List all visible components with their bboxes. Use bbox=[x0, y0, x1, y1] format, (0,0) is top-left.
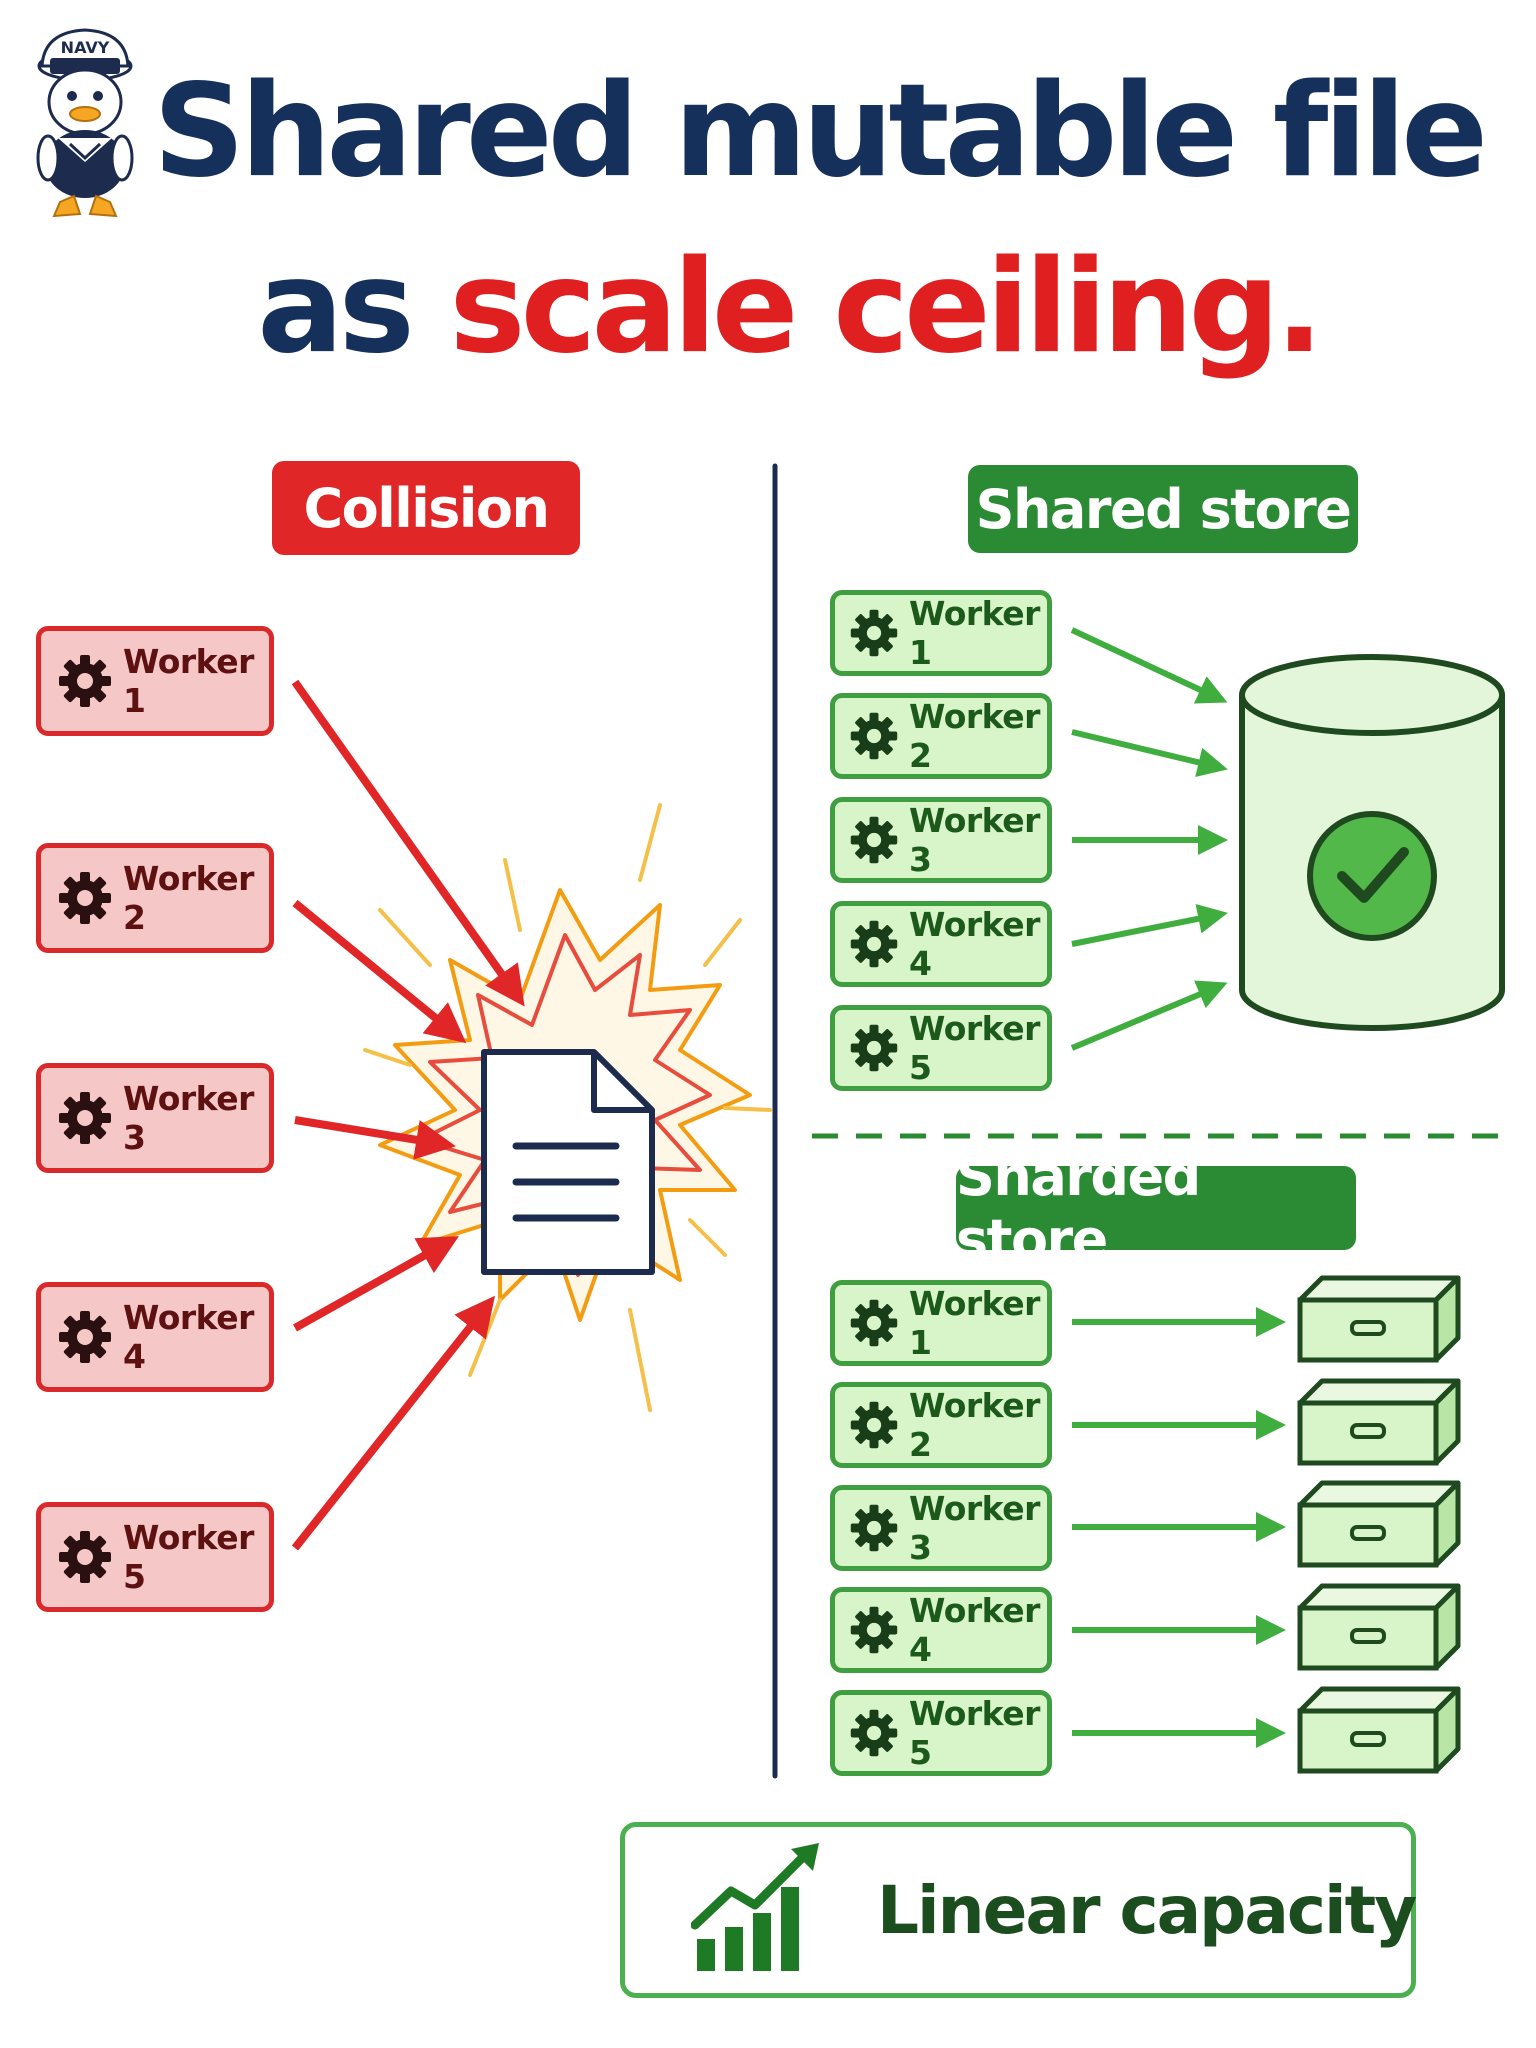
growth-chart-icon bbox=[691, 1843, 819, 1971]
collision-arrow-2 bbox=[292, 899, 467, 1044]
storage-box-icon-1 bbox=[1297, 1275, 1461, 1363]
sharded-worker-1: Worker 1 bbox=[830, 1280, 1052, 1366]
worker-label: Worker 2 bbox=[909, 1386, 1040, 1464]
shared-worker-3: Worker 3 bbox=[830, 797, 1052, 883]
worker-label: Worker 5 bbox=[909, 1009, 1040, 1087]
sailor-duck-mascot: NAVY bbox=[36, 28, 134, 218]
storage-boxes bbox=[1297, 1275, 1461, 1774]
svg-text:NAVY: NAVY bbox=[61, 38, 110, 57]
collision-label: Collision bbox=[272, 461, 580, 555]
gear-icon bbox=[59, 872, 111, 924]
gear-icon bbox=[850, 920, 898, 968]
collision-arrow-4 bbox=[293, 1236, 459, 1332]
gear-icon bbox=[59, 1092, 111, 1144]
shared-arrow-5 bbox=[1070, 980, 1228, 1051]
worker-label: Worker 3 bbox=[909, 1489, 1040, 1567]
collision-arrows bbox=[291, 679, 525, 1551]
worker-label: Worker 1 bbox=[909, 594, 1040, 672]
document-icon bbox=[481, 1049, 655, 1275]
database-cylinder-icon bbox=[1239, 654, 1505, 1031]
worker-label: Worker 1 bbox=[909, 1284, 1040, 1362]
storage-box-icon-5 bbox=[1297, 1686, 1461, 1774]
worker-label: Worker 5 bbox=[909, 1694, 1040, 1772]
collision-arrow-3 bbox=[294, 1116, 456, 1160]
gear-icon bbox=[59, 1531, 111, 1583]
worker-label: Worker 1 bbox=[123, 642, 254, 720]
sharded-worker-3: Worker 3 bbox=[830, 1485, 1052, 1571]
shared-store-arrows bbox=[1070, 627, 1228, 1051]
sharded-worker-2: Worker 2 bbox=[830, 1382, 1052, 1468]
gear-icon bbox=[850, 1606, 898, 1654]
storage-box-icon-3 bbox=[1297, 1480, 1461, 1568]
storage-box-icon-2 bbox=[1297, 1378, 1461, 1466]
gear-icon bbox=[850, 1401, 898, 1449]
sharded-worker-4: Worker 4 bbox=[830, 1587, 1052, 1673]
collision-worker-4: Worker 4 bbox=[36, 1282, 274, 1392]
collision-arrow-1 bbox=[291, 679, 525, 1007]
title-highlight: scale ceiling. bbox=[449, 233, 1323, 382]
shared-worker-5: Worker 5 bbox=[830, 1005, 1052, 1091]
shared-worker-1: Worker 1 bbox=[830, 590, 1052, 676]
collision-worker-5: Worker 5 bbox=[36, 1502, 274, 1612]
title-prefix: as bbox=[257, 233, 415, 382]
gear-icon bbox=[59, 1311, 111, 1363]
gear-icon bbox=[850, 816, 898, 864]
checkmark-icon bbox=[1307, 811, 1437, 941]
collision-arrow-5 bbox=[291, 1295, 495, 1551]
shared-arrow-4 bbox=[1071, 903, 1228, 947]
sharded-store-label: Sharded store bbox=[956, 1145, 1356, 1271]
worker-label: Worker 2 bbox=[123, 859, 254, 937]
worker-label: Worker 4 bbox=[123, 1298, 254, 1376]
gear-icon bbox=[850, 1709, 898, 1757]
shared-worker-4: Worker 4 bbox=[830, 901, 1052, 987]
worker-label: Worker 5 bbox=[123, 1518, 254, 1596]
gear-icon bbox=[850, 1504, 898, 1552]
shared-arrow-1 bbox=[1070, 627, 1228, 704]
sharded-store-arrows bbox=[1072, 1307, 1286, 1748]
collision-worker-3: Worker 3 bbox=[36, 1063, 274, 1173]
collision-worker-1: Worker 1 bbox=[36, 626, 274, 736]
title-line-2: as scale ceiling. bbox=[0, 244, 1536, 372]
gear-icon bbox=[850, 1299, 898, 1347]
shared-worker-2: Worker 2 bbox=[830, 693, 1052, 779]
shared-arrow-2 bbox=[1071, 729, 1228, 777]
worker-label: Worker 4 bbox=[909, 1591, 1040, 1669]
shared-store-label: Shared store bbox=[968, 465, 1358, 553]
gear-icon bbox=[850, 1024, 898, 1072]
gear-icon bbox=[850, 712, 898, 760]
worker-label: Worker 3 bbox=[123, 1079, 254, 1157]
worker-label: Worker 4 bbox=[909, 905, 1040, 983]
sharded-worker-5: Worker 5 bbox=[830, 1690, 1052, 1776]
title-line-1: Shared mutable file bbox=[153, 57, 1488, 206]
collision-worker-2: Worker 2 bbox=[36, 843, 274, 953]
linear-capacity-box: Linear capacity bbox=[620, 1822, 1417, 1998]
gear-icon bbox=[850, 609, 898, 657]
worker-label: Worker 2 bbox=[909, 697, 1040, 775]
storage-box-icon-4 bbox=[1297, 1583, 1461, 1671]
linear-capacity-label: Linear capacity bbox=[877, 1871, 1417, 1949]
gear-icon bbox=[59, 655, 111, 707]
worker-label: Worker 3 bbox=[909, 801, 1040, 879]
